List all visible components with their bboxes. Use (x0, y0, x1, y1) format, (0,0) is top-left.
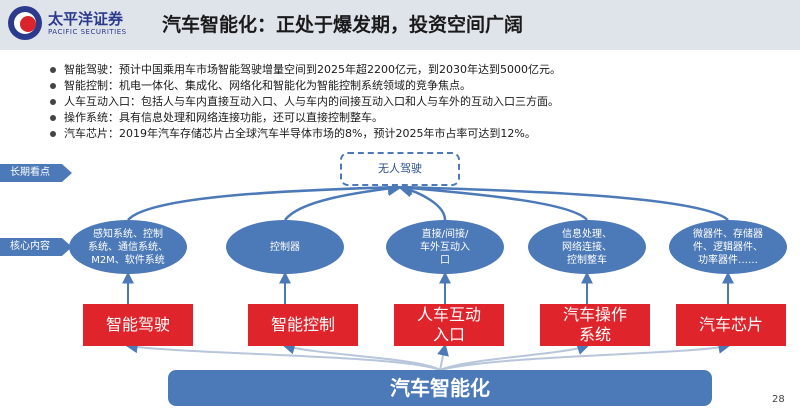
core-ellipse-smart-control: 控制器 (226, 220, 344, 274)
top-goal-box: 无人驾驶 (340, 152, 460, 186)
category-box-hmi-entry: 人车互动 入口 (394, 304, 504, 346)
page-title: 汽车智能化：正处于爆发期，投资空间广阔 (162, 14, 524, 36)
category-box-smart-driving: 智能驾驶 (83, 304, 193, 346)
bullet-item-smart-control: 智能控制：机电一体化、集成化、网络化和智能化为智能控制系统领域的竞争焦点。 (48, 78, 788, 94)
header-bar: 太平洋证券 PACIFIC SECURITIES 汽车智能化：正处于爆发期，投资… (0, 0, 800, 50)
core-ellipse-operating-system: 信息处理、 网络连接、 控制整车 (528, 220, 646, 274)
bullet-item-operating-system: 操作系统：具有信息处理和网络连接功能，还可以直接控制整车。 (48, 110, 788, 126)
category-box-operating-system: 汽车操作 系统 (540, 304, 650, 346)
bullet-item-hmi-entry: 人车互动入口：包括人与车内直接互动入口、人与车内的间接互动入口和人与车外的互动入… (48, 94, 788, 110)
bullet-list: 智能驾驶：预计中国乘用车市场智能驾驶增量空间到2025年超2200亿元，到203… (48, 62, 788, 142)
core-ellipse-auto-chip: 微器件、存储器 件、逻辑器件、 功率器件…… (669, 220, 787, 274)
category-box-auto-chip: 汽车芯片 (676, 304, 786, 346)
page-number: 28 (772, 394, 785, 405)
bullet-item-smart-driving: 智能驾驶：预计中国乘用车市场智能驾驶增量空间到2025年超2200亿元，到203… (48, 62, 788, 78)
core-ellipse-smart-driving: 感知系统、控制 系统、通信系统、 M2M、软件系统 (69, 220, 187, 274)
logo-english-name: PACIFIC SECURITIES (48, 28, 127, 36)
category-box-smart-control: 智能控制 (248, 304, 358, 346)
company-logo: 太平洋证券 PACIFIC SECURITIES (8, 4, 158, 46)
logo-mark-icon (8, 6, 42, 40)
side-tag-long-term: 长期看点 (0, 164, 72, 182)
bullet-item-auto-chip: 汽车芯片：2019年汽车存储芯片占全球汽车半导体市场的8%，预计2025年市占率… (48, 126, 788, 142)
logo-chinese-name: 太平洋证券 (48, 10, 124, 28)
core-ellipse-hmi-entry: 直接/间接/ 车外互动入 口 (386, 220, 504, 274)
base-bar-auto-intelligence: 汽车智能化 (168, 370, 712, 406)
side-tag-core: 核心内容 (0, 238, 72, 256)
